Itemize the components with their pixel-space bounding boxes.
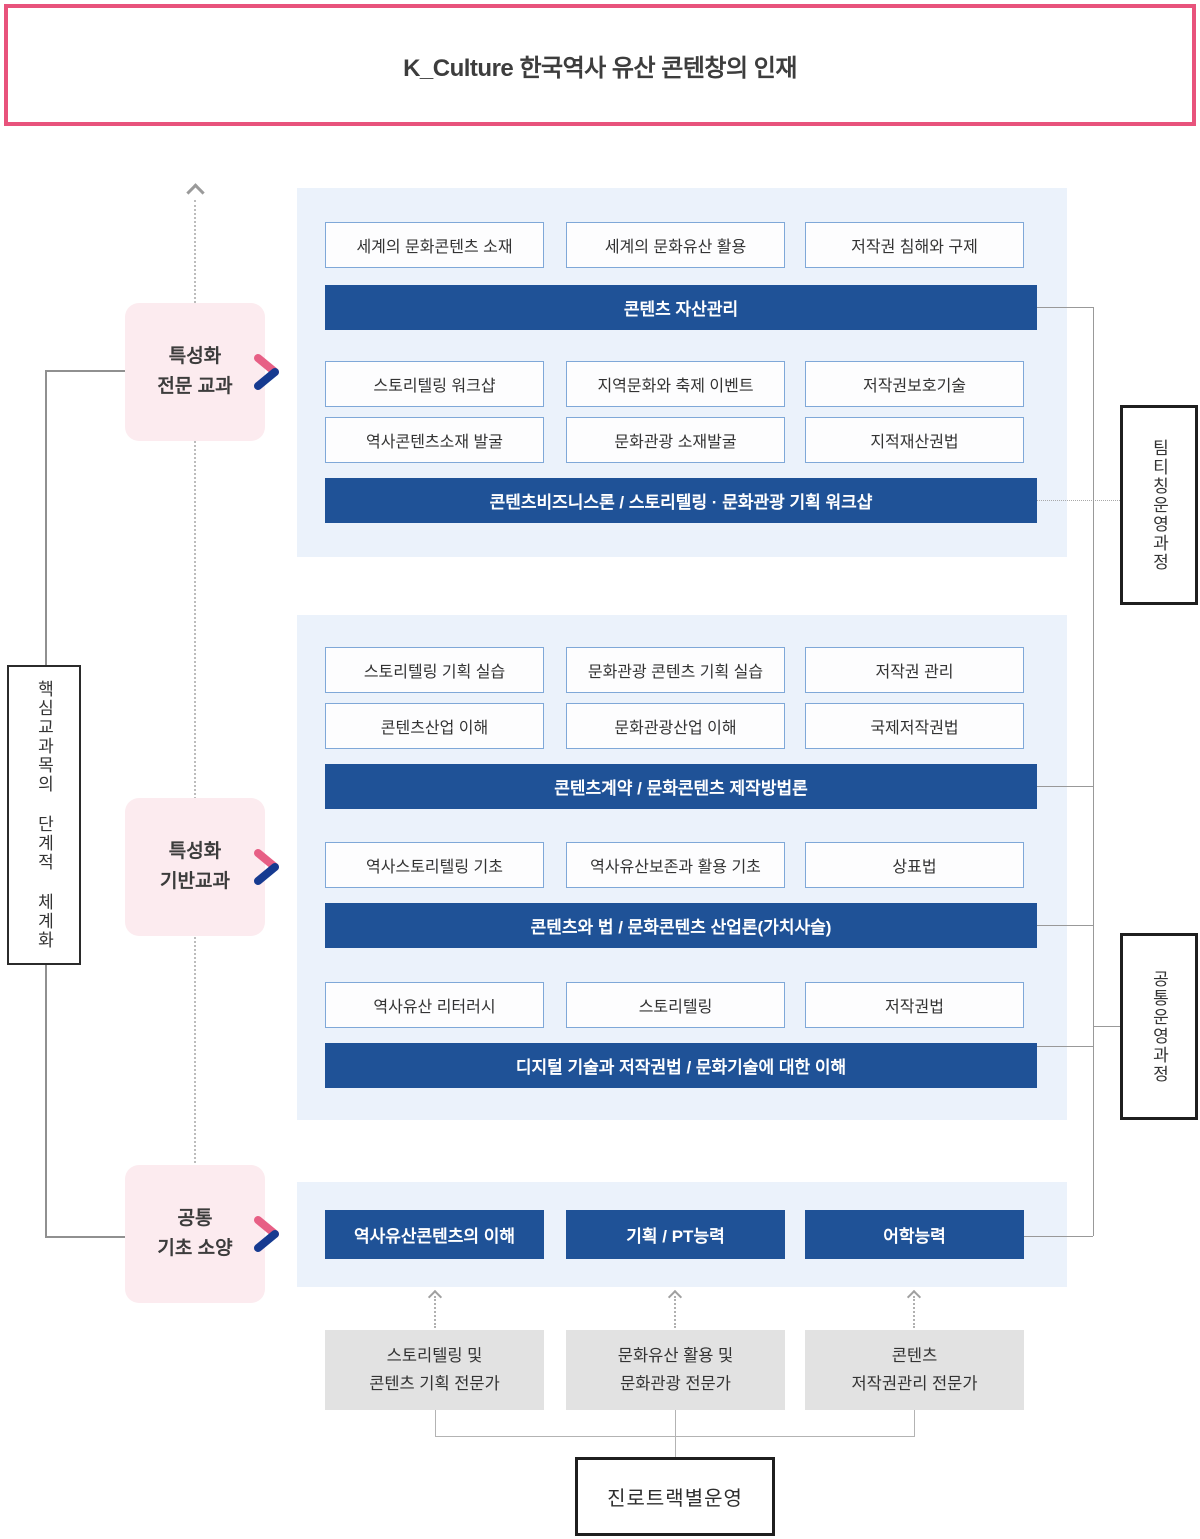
chevron-right-icon [254, 354, 279, 390]
left-bracket-top-line [45, 370, 125, 372]
course-box: 지적재산권법 [805, 417, 1024, 463]
page-title: K_Culture 한국역사 유산 콘텐창의 인재 [403, 54, 797, 82]
course-box: 콘텐츠산업 이해 [325, 703, 544, 749]
career-label: 콘텐츠 기획 전문가 [369, 1375, 500, 1393]
course-box: 저작권 관리 [805, 647, 1024, 693]
connector-line [1024, 1236, 1093, 1237]
level-label: 기반교과 [160, 871, 230, 892]
level-label: 기초 소양 [157, 1238, 233, 1259]
core-course-banner: 콘텐츠와 법 / 문화콘텐츠 산업론(가치사슬) [325, 903, 1037, 948]
course-box: 역사스토리텔링 기초 [325, 842, 544, 888]
course-box: 저작권 침해와 구제 [805, 222, 1024, 268]
connector-line [1093, 1026, 1120, 1027]
core-course-banner: 콘텐츠비즈니스론 / 스토리텔링 · 문화관광 기획 워크샵 [325, 478, 1037, 523]
career-label: 문화관광 전문가 [620, 1375, 731, 1393]
career-label: 콘텐츠 [891, 1346, 938, 1365]
common-operation-box: 공통운영과정 [1120, 933, 1198, 1120]
connector-line [1037, 786, 1093, 787]
core-course-banner: 콘텐츠계약 / 문화콘텐츠 제작방법론 [325, 764, 1037, 809]
common-operation-label: 공통운영과정 [1149, 969, 1169, 1084]
career-label: 문화유산 활용 및 [617, 1346, 734, 1365]
panel-specialized-advanced: 세계의 문화콘텐츠 소재 세계의 문화유산 활용 저작권 침해와 구제 콘텐츠 … [297, 188, 1067, 557]
course-box: 역사유산보존과 활용 기초 [566, 842, 785, 888]
course-box: 국제저작권법 [805, 703, 1024, 749]
connector-line [1037, 1046, 1093, 1047]
progression-dotted-line [194, 200, 196, 1163]
connector-line [1037, 925, 1093, 926]
level-label: 전문 교과 [157, 376, 233, 397]
core-subjects-axis-label: 핵심교과목의 단계적 체계화 [34, 680, 54, 950]
level-label: 공통 [177, 1207, 213, 1229]
basic-competency-box: 역사유산콘텐츠의 이해 [325, 1210, 544, 1259]
team-teaching-box: 팀티칭운영과정 [1120, 405, 1198, 605]
level-box-specialized-advanced: 특성화 전문 교과 [125, 303, 279, 441]
career-box-cultural-tourism-expert: 문화유산 활용 및 문화관광 전문가 [566, 1330, 785, 1410]
arrow-up-icon [427, 1289, 443, 1305]
header-banner: K_Culture 한국역사 유산 콘텐창의 인재 [4, 4, 1196, 126]
course-box: 스토리텔링 기획 실습 [325, 647, 544, 693]
course-box: 문화관광 콘텐츠 기획 실습 [566, 647, 785, 693]
arrow-up-icon [906, 1289, 922, 1305]
panel-specialized-foundation: 스토리텔링 기획 실습 문화관광 콘텐츠 기획 실습 저작권 관리 콘텐츠산업 … [297, 615, 1067, 1120]
panel-common-basic: 역사유산콘텐츠의 이해 기획 / PT능력 어학능력 [297, 1182, 1067, 1287]
career-label: 스토리텔링 및 [386, 1346, 483, 1365]
connector-dotted-line [1037, 500, 1120, 501]
career-dotted-arrow [674, 1296, 676, 1328]
left-bracket-bottom-line [45, 1236, 125, 1238]
course-box: 스토리텔링 [566, 982, 785, 1028]
connector-vertical-line [1093, 307, 1094, 1236]
connector-line [914, 1410, 915, 1436]
team-teaching-label: 팀티칭운영과정 [1149, 438, 1169, 572]
basic-competency-box: 기획 / PT능력 [566, 1210, 785, 1259]
career-dotted-arrow [913, 1296, 915, 1328]
arrow-up-icon [667, 1289, 683, 1305]
career-box-storytelling-planner: 스토리텔링 및 콘텐츠 기획 전문가 [325, 1330, 544, 1410]
chevron-right-icon [254, 849, 279, 885]
core-subjects-axis-box: 핵심교과목의 단계적 체계화 [7, 665, 81, 965]
core-course-banner: 디지털 기술과 저작권법 / 문화기술에 대한 이해 [325, 1043, 1037, 1088]
course-box: 지역문화와 축제 이벤트 [566, 361, 785, 407]
level-label: 특성화 [168, 345, 222, 367]
career-label: 저작권관리 전문가 [851, 1375, 978, 1393]
career-box-copyright-manager: 콘텐츠 저작권관리 전문가 [805, 1330, 1024, 1410]
level-box-common-basic: 공통 기초 소양 [125, 1165, 279, 1303]
course-box: 문화관광 소재발굴 [566, 417, 785, 463]
course-box: 세계의 문화콘텐츠 소재 [325, 222, 544, 268]
course-box: 세계의 문화유산 활용 [566, 222, 785, 268]
connector-line [1037, 307, 1093, 308]
course-box: 상표법 [805, 842, 1024, 888]
progression-arrow-up-icon [186, 183, 205, 202]
core-course-banner: 콘텐츠 자산관리 [325, 285, 1037, 330]
course-box: 역사콘텐츠소재 발굴 [325, 417, 544, 463]
level-box-specialized-foundation: 특성화 기반교과 [125, 798, 279, 936]
course-box: 문화관광산업 이해 [566, 703, 785, 749]
career-dotted-arrow [434, 1296, 436, 1328]
career-track-box: 진로트랙별운영 [575, 1457, 775, 1536]
course-box: 역사유산 리터러시 [325, 982, 544, 1028]
connector-line [675, 1410, 676, 1458]
basic-competency-box: 어학능력 [805, 1210, 1024, 1259]
level-label: 특성화 [168, 840, 222, 862]
chevron-right-icon [254, 1216, 279, 1252]
course-box: 스토리텔링 워크샵 [325, 361, 544, 407]
course-box: 저작권법 [805, 982, 1024, 1028]
course-box: 저작권보호기술 [805, 361, 1024, 407]
connector-line [435, 1410, 436, 1436]
